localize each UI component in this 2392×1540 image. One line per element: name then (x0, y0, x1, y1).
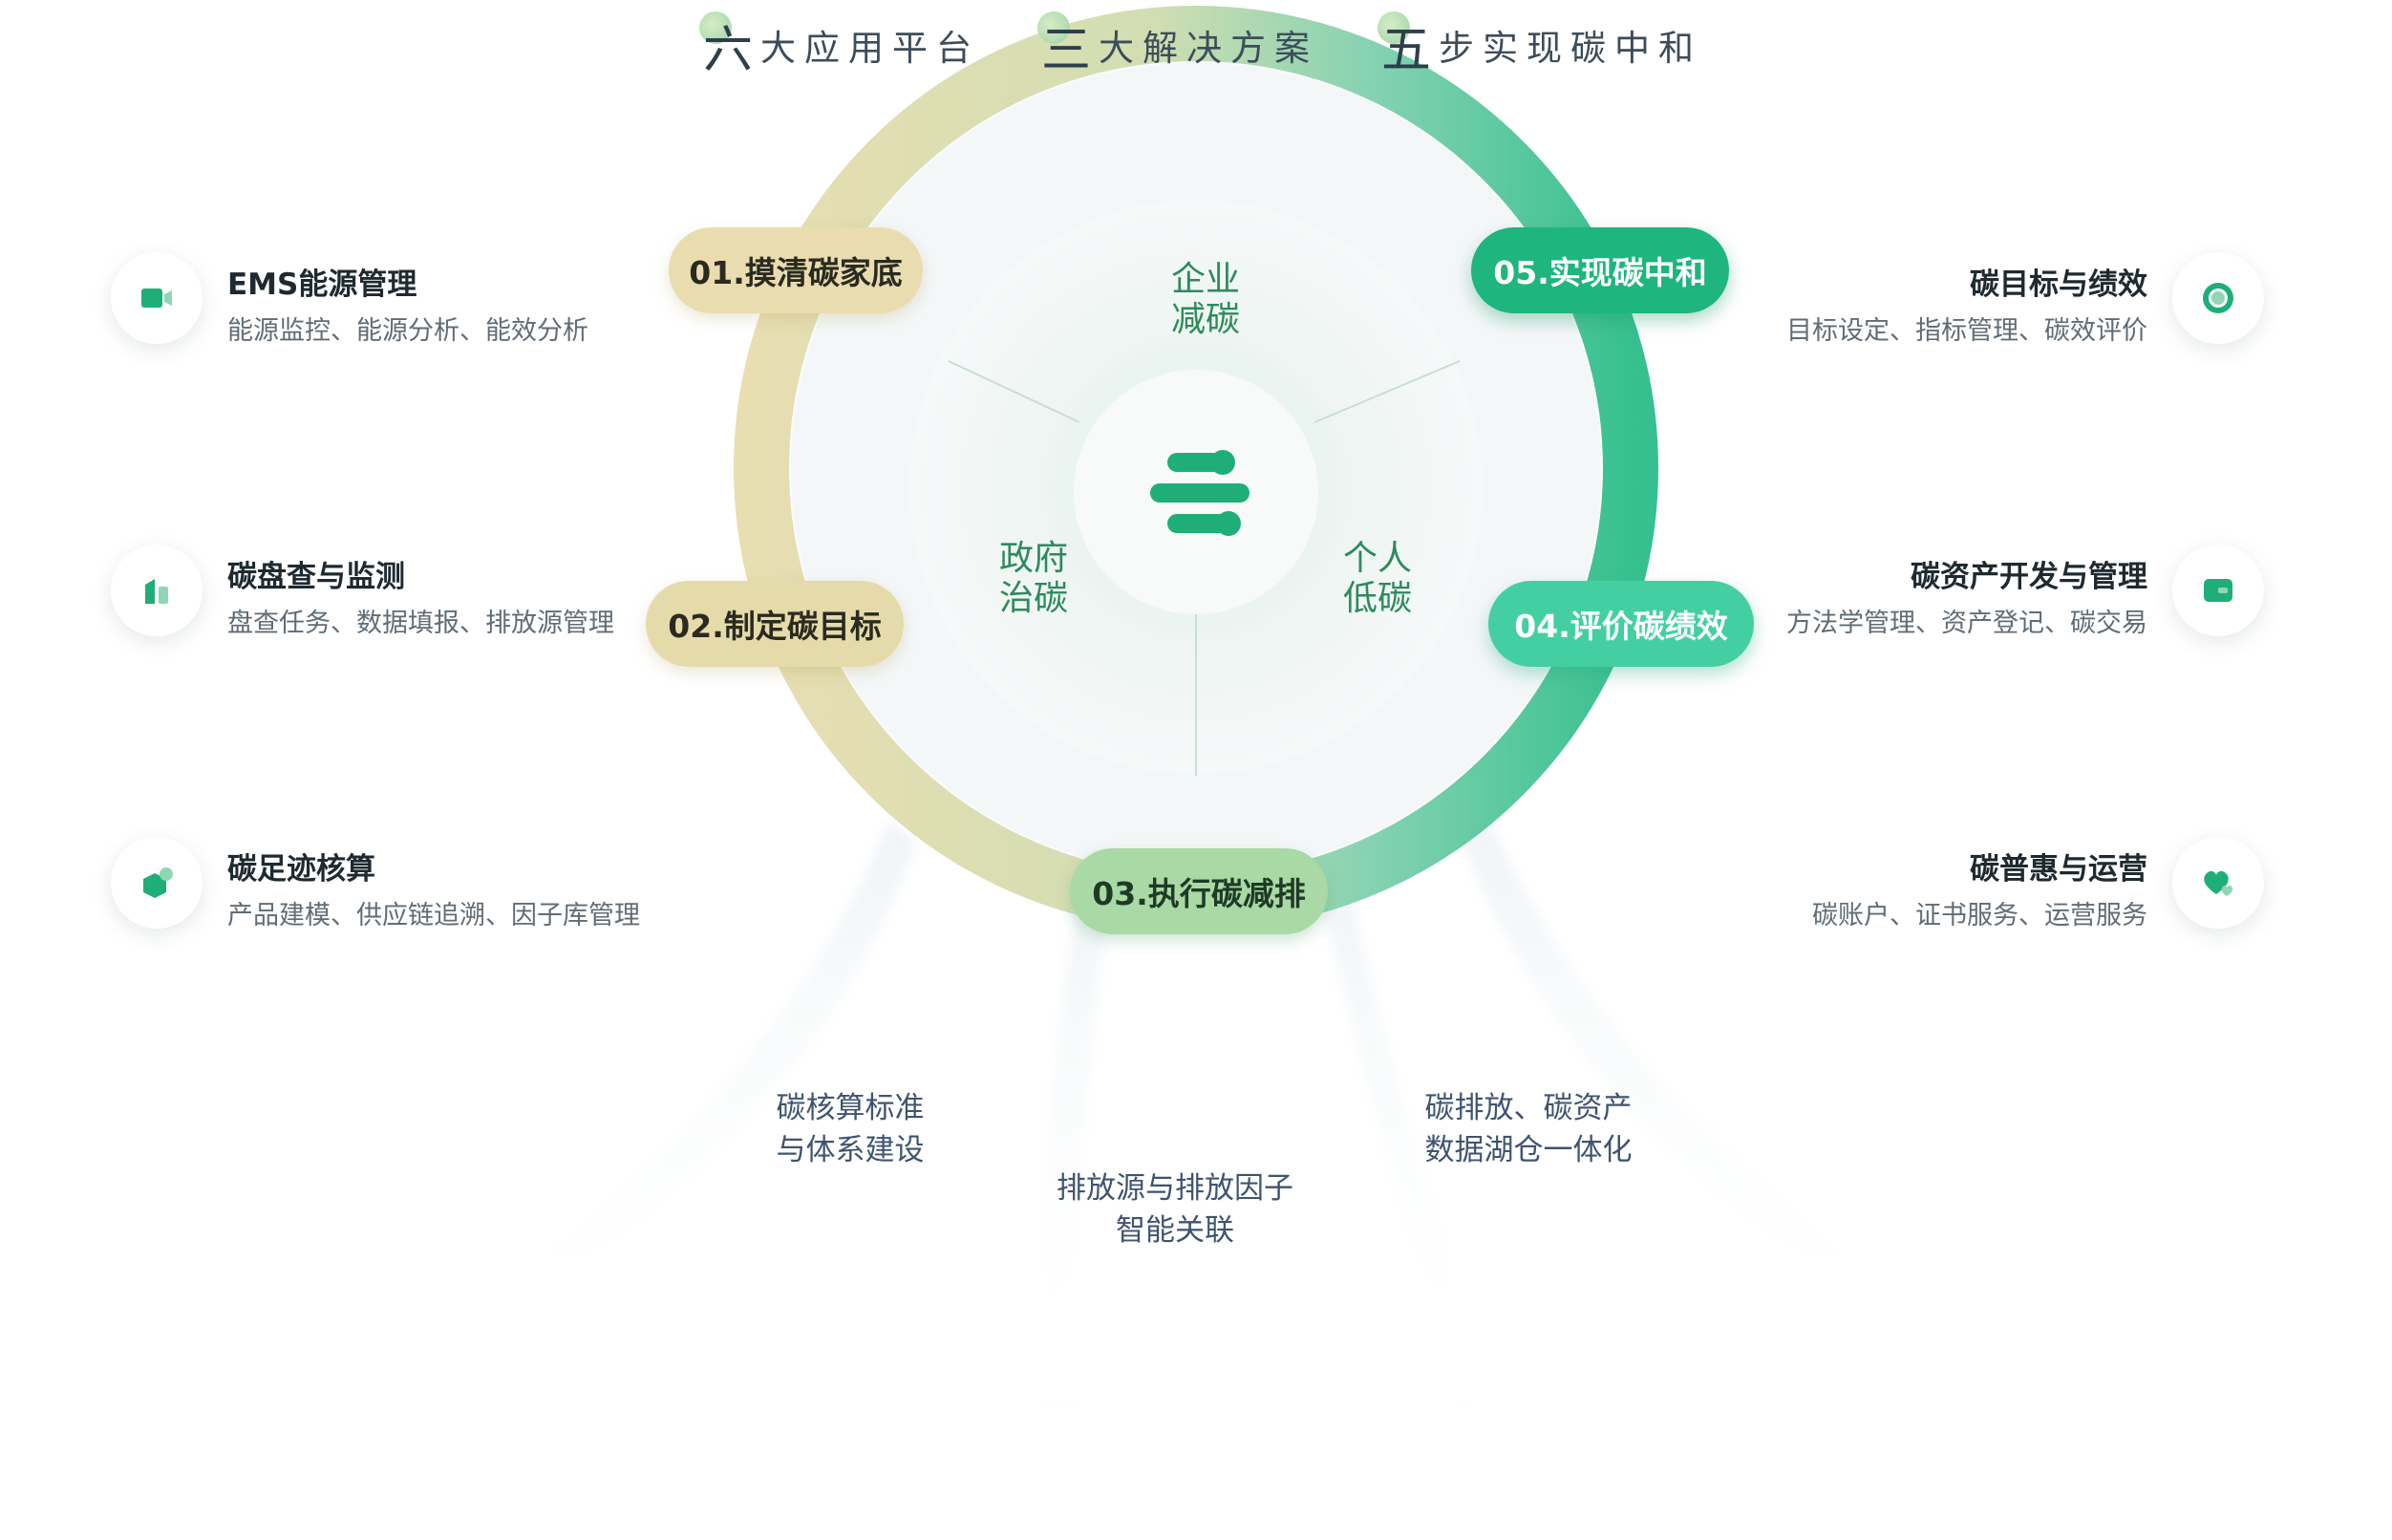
platform-title: 碳目标与绩效 (1970, 267, 2147, 302)
header-text: 步实现碳中和 (1439, 28, 1703, 69)
platform-title: 碳普惠与运营 (1970, 852, 2147, 887)
bullet-dot-icon (1378, 11, 1410, 44)
segment-line: 低碳 (1342, 579, 1412, 618)
divider-upper-left (948, 360, 1080, 423)
platform-title: 碳资产开发与管理 (1911, 560, 2147, 594)
platform-icon-badge (111, 545, 203, 636)
platform-icon-badge (2172, 545, 2264, 636)
foundation-accounting-standard: 碳核算标准 与体系建设 (755, 1087, 946, 1171)
header-number: 六 (703, 21, 754, 79)
segment-line: 政府 (998, 539, 1068, 578)
platform-icon-badge (111, 837, 203, 929)
foundation-line: 与体系建设 (776, 1133, 925, 1167)
header-text: 大应用平台 (760, 28, 981, 69)
platform-desc: 盘查任务、数据填报、排放源管理 (227, 609, 614, 638)
segment-line: 治碳 (998, 579, 1068, 618)
platform-desc: 碳账户、证书服务、运营服务 (1812, 901, 2147, 930)
segment-line: 个人 (1342, 539, 1412, 578)
carbon-logo-icon (1150, 450, 1249, 536)
platform-desc: 目标设定、指标管理、碳效评价 (1786, 316, 2147, 346)
bullet-dot-icon (699, 11, 732, 44)
bullet-dot-icon (1037, 11, 1070, 44)
segment-government: 政府 治碳 (976, 539, 1091, 619)
step-pill-5[interactable]: 05.实现碳中和 (1471, 227, 1729, 313)
header-number: 五 (1381, 21, 1432, 79)
header-item-steps: 五 步实现碳中和 (1378, 11, 1703, 79)
step-pill-2[interactable]: 02.制定碳目标 (646, 581, 904, 667)
header-item-platforms: 六 大应用平台 (699, 11, 981, 79)
foundation-line: 数据湖仓一体化 (1424, 1133, 1633, 1167)
header-text: 大解决方案 (1099, 28, 1319, 69)
header-item-solutions: 三 大解决方案 (1037, 11, 1319, 79)
platform-card-inclusive[interactable]: 碳普惠与运营 碳账户、证书服务、运营服务 (1691, 837, 2264, 932)
beam-mid-right (1318, 869, 1490, 1404)
video-camera-icon (141, 289, 172, 308)
step-pill-1[interactable]: 01.摸清碳家底 (669, 227, 923, 313)
header-number: 三 (1041, 21, 1092, 79)
platform-card-asset[interactable]: 碳资产开发与管理 方法学管理、资产登记、碳交易 (1691, 545, 2264, 640)
platform-desc: 方法学管理、资产登记、碳交易 (1786, 609, 2147, 638)
platform-icon-badge (2172, 837, 2264, 929)
foundation-line: 排放源与排放因子 (1057, 1171, 1293, 1206)
segment-personal: 个人 低碳 (1320, 539, 1435, 619)
hexagon-icon (143, 867, 173, 898)
platform-icon-badge (111, 252, 203, 344)
divider-upper-right (1313, 360, 1461, 423)
platform-desc: 产品建模、供应链追溯、因子库管理 (227, 901, 640, 930)
step-pill-3[interactable]: 03.执行碳减排 (1070, 848, 1328, 934)
target-icon (2203, 283, 2233, 313)
segment-line: 企业 (1170, 260, 1240, 299)
wallet-icon (2204, 579, 2232, 602)
platform-title: 碳足迹核算 (227, 852, 375, 887)
platform-icon-badge (2172, 252, 2264, 344)
beam-mid-left (1038, 879, 1108, 1404)
foundation-line: 碳核算标准 (776, 1091, 925, 1125)
platform-title: EMS能源管理 (227, 267, 417, 302)
foundation-data-lakehouse: 碳排放、碳资产 数据湖仓一体化 (1395, 1087, 1662, 1171)
platform-title: 碳盘查与监测 (227, 560, 405, 594)
platform-card-target[interactable]: 碳目标与绩效 目标设定、指标管理、碳效评价 (1691, 252, 2264, 348)
segment-enterprise: 企业 减碳 (1148, 260, 1263, 340)
foundation-line: 智能关联 (1116, 1213, 1234, 1248)
hearts-icon (2204, 870, 2233, 896)
platform-desc: 能源监控、能源分析、能效分析 (227, 316, 588, 346)
foundation-line: 碳排放、碳资产 (1424, 1091, 1633, 1125)
step-pill-4[interactable]: 04.评价碳绩效 (1488, 581, 1754, 667)
segment-line: 减碳 (1170, 300, 1240, 339)
foundation-emission-factor: 排放源与排放因子 智能关联 (1041, 1167, 1309, 1251)
bar-chart-icon (145, 579, 168, 604)
